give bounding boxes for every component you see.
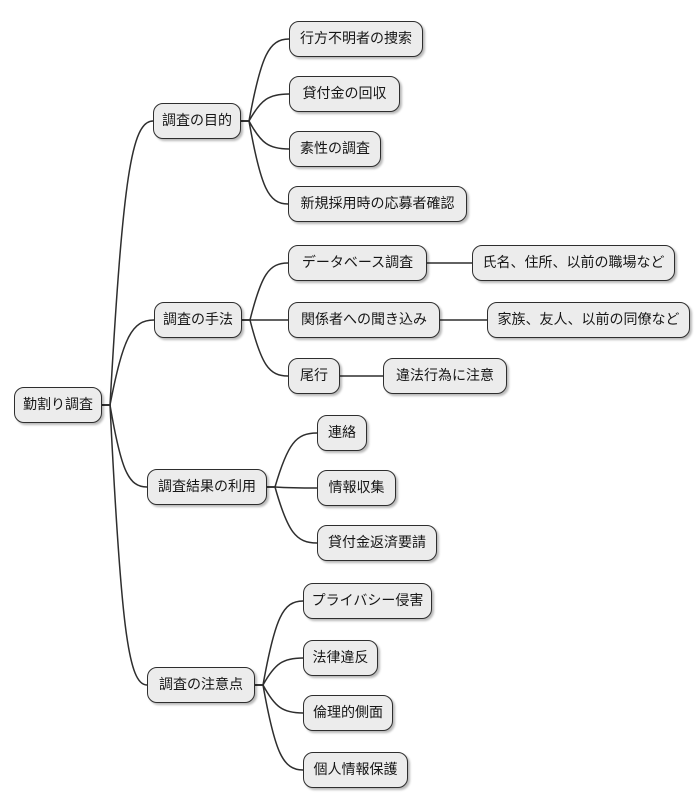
- mindmap-node-method-tailing: 尾行: [288, 358, 340, 394]
- mindmap-edge-root-purpose: [101, 120, 154, 406]
- mindmap-node-caution-personal: 個人情報保護: [303, 752, 408, 788]
- mindmap-node-method: 調査の手法: [154, 302, 242, 338]
- mindmap-node-label: 情報収集: [328, 480, 385, 496]
- mindmap-node-label: 貸付金の回収: [302, 86, 387, 102]
- mindmap-node-purpose: 調査の目的: [153, 103, 241, 139]
- mindmap-node-method-interview-detail: 家族、友人、以前の同僚など: [487, 302, 690, 338]
- mindmap-node-caution-ethics: 倫理的側面: [303, 695, 393, 731]
- mindmap-node-method-database-detail: 氏名、住所、以前の職場など: [472, 245, 675, 281]
- mindmap-node-usage: 調査結果の利用: [147, 469, 267, 505]
- mindmap-node-label: 調査の注意点: [159, 677, 243, 693]
- mindmap-node-usage-info: 情報収集: [317, 470, 396, 506]
- mindmap-node-purpose-identity: 素性の調査: [289, 131, 381, 167]
- mindmap-node-label: 行方不明者の捜索: [300, 31, 412, 47]
- mindmap-edge-caution-caution-law: [254, 657, 304, 686]
- mindmap-node-usage-contact: 連絡: [317, 415, 367, 451]
- mindmap-node-label: 家族、友人、以前の同僚など: [497, 312, 680, 328]
- mindmap-edge-purpose-purpose-loan: [240, 93, 290, 122]
- mindmap-edge-method-method-database: [241, 262, 289, 321]
- mindmap-node-label: 連絡: [328, 425, 356, 441]
- mindmap-node-method-database: データベース調査: [288, 245, 427, 281]
- mindmap-edge-purpose-purpose-identity: [240, 120, 290, 150]
- mindmap-node-label: 法律違反: [312, 650, 369, 666]
- mindmap-node-label: 個人情報保護: [313, 762, 398, 778]
- mindmap-node-label: プライバシー侵害: [311, 593, 424, 609]
- mindmap-edge-method-method-tailing: [241, 319, 289, 377]
- mindmap-node-root: 勤割り調査: [14, 387, 102, 423]
- mindmap-edge-caution-caution-ethics: [254, 684, 304, 714]
- mindmap-node-method-tailing-note: 違法行為に注意: [383, 358, 507, 394]
- mindmap-node-label: 貸付金返済要請: [328, 535, 426, 551]
- mindmap-edge-root-usage: [101, 404, 148, 488]
- mindmap-node-usage-repayment: 貸付金返済要請: [317, 525, 437, 561]
- mindmap-node-label: 尾行: [300, 368, 328, 384]
- mindmap-node-label: 勤割り調査: [23, 397, 93, 413]
- mindmap-node-purpose-missing: 行方不明者の捜索: [289, 21, 423, 57]
- mindmap-node-caution-law: 法律違反: [303, 640, 378, 676]
- mindmap-node-purpose-loan: 貸付金の回収: [289, 76, 400, 112]
- mindmap-node-label: 関係者への聞き込み: [301, 312, 427, 328]
- mindmap-node-label: 調査の手法: [163, 312, 233, 328]
- mindmap-edge-caution-caution-privacy: [254, 600, 304, 686]
- mindmap-edge-usage-usage-repayment: [266, 486, 318, 544]
- mindmap-edge-root-method: [101, 319, 155, 406]
- mindmap-node-label: 調査の目的: [162, 113, 232, 129]
- mindmap-node-label: 調査結果の利用: [158, 479, 256, 495]
- mindmap-edge-usage-usage-contact: [266, 432, 318, 488]
- mindmap-node-label: 新規採用時の応募者確認: [300, 196, 455, 212]
- mindmap-node-label: 氏名、住所、以前の職場など: [482, 255, 665, 271]
- mindmap-node-label: 倫理的側面: [313, 705, 383, 721]
- mindmap-node-caution-privacy: プライバシー侵害: [303, 583, 432, 619]
- mindmap-node-caution: 調査の注意点: [147, 667, 255, 703]
- mindmap-edge-root-caution: [101, 404, 148, 686]
- mindmap-edge-caution-caution-personal: [254, 684, 304, 771]
- mindmap-node-method-interview: 関係者への聞き込み: [288, 302, 440, 338]
- mindmap-node-label: 素性の調査: [300, 141, 370, 157]
- mindmap-edge-purpose-purpose-missing: [240, 38, 290, 122]
- mindmap-node-label: データベース調査: [301, 255, 414, 271]
- mindmap-node-purpose-hiring: 新規採用時の応募者確認: [288, 186, 467, 222]
- mindmap-node-label: 違法行為に注意: [396, 368, 494, 384]
- mindmap-edge-purpose-purpose-hiring: [240, 120, 289, 205]
